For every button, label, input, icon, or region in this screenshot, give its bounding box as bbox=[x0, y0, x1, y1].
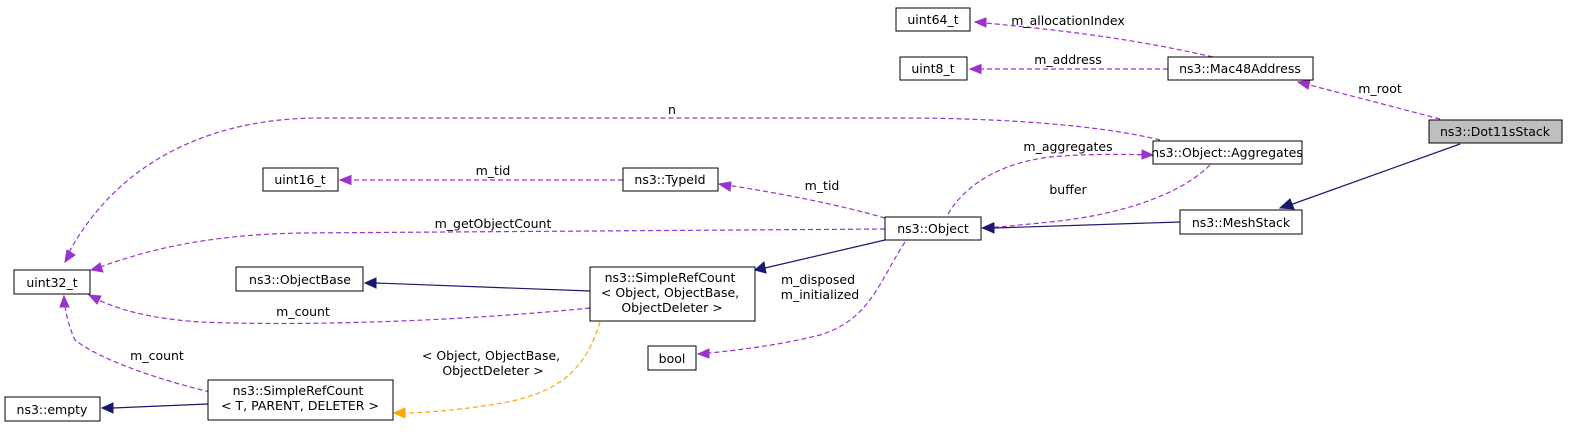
svg-text:ns3::MeshStack: ns3::MeshStack bbox=[1192, 215, 1291, 230]
edge-inherit-empty bbox=[100, 402, 209, 414]
svg-text:uint16_t: uint16_t bbox=[274, 172, 325, 187]
node-objectbase[interactable]: ns3::ObjectBase bbox=[235, 266, 364, 292]
node-empty[interactable]: ns3::empty bbox=[4, 396, 101, 422]
svg-text:bool: bool bbox=[659, 351, 686, 366]
node-typeid[interactable]: ns3::TypeId bbox=[622, 167, 719, 192]
edge-label-m-count-srcobj: m_count bbox=[276, 304, 330, 319]
edge-m-allocationindex: m_allocationIndex bbox=[973, 13, 1214, 58]
edge-label-m-address: m_address bbox=[1034, 52, 1102, 67]
node-bool[interactable]: bool bbox=[647, 345, 697, 371]
svg-text:uint32_t: uint32_t bbox=[26, 275, 77, 290]
svg-text:ns3::Dot11sStack: ns3::Dot11sStack bbox=[1440, 124, 1551, 139]
edge-inherit-objectbase bbox=[363, 277, 591, 292]
node-object-aggregates[interactable]: ns3::Object::Aggregates bbox=[1151, 140, 1303, 165]
edge-inherit-object bbox=[981, 221, 1181, 234]
node-simplerefcount-object[interactable]: ns3::SimpleRefCount < Object, ObjectBase… bbox=[589, 266, 756, 322]
edge-n: n bbox=[64, 102, 1161, 264]
edge-label-m-tid-uint16: m_tid bbox=[476, 163, 511, 178]
svg-text:ns3::Object::Aggregates: ns3::Object::Aggregates bbox=[1151, 145, 1303, 160]
edge-label-buffer: buffer bbox=[1049, 182, 1087, 197]
edge-label-template-args: < Object, ObjectBase, ObjectDeleter > bbox=[422, 348, 564, 378]
edge-template-instance: < Object, ObjectBase, ObjectDeleter > bbox=[392, 321, 601, 419]
edge-m-address: m_address bbox=[968, 52, 1168, 75]
edge-label-m-aggregates: m_aggregates bbox=[1023, 139, 1112, 154]
node-dot11sstack[interactable]: ns3::Dot11sStack bbox=[1428, 119, 1563, 144]
node-mac48address[interactable]: ns3::Mac48Address bbox=[1167, 56, 1314, 81]
svg-text:ns3::TypeId: ns3::TypeId bbox=[634, 172, 705, 187]
node-object[interactable]: ns3::Object bbox=[884, 216, 982, 241]
svg-text:ns3::Mac48Address: ns3::Mac48Address bbox=[1179, 61, 1301, 76]
node-simplerefcount-t[interactable]: ns3::SimpleRefCount < T, PARENT, DELETER… bbox=[207, 379, 394, 421]
svg-text:ns3::ObjectBase: ns3::ObjectBase bbox=[249, 272, 351, 287]
edge-m-count-srcobj: m_count bbox=[87, 294, 591, 325]
node-uint8-t[interactable]: uint8_t bbox=[899, 56, 968, 81]
edge-label-n: n bbox=[668, 102, 676, 117]
node-uint64-t[interactable]: uint64_t bbox=[895, 7, 971, 32]
edge-label-m-allocationindex: m_allocationIndex bbox=[1011, 13, 1125, 28]
edge-m-getobjectcount: m_getObjectCount bbox=[89, 216, 886, 273]
svg-text:uint64_t: uint64_t bbox=[907, 12, 958, 27]
edge-label-m-count-srct: m_count bbox=[130, 348, 184, 363]
edge-m-aggregates: m_aggregates bbox=[947, 139, 1155, 215]
svg-text:ns3::SimpleRefCount < T,: ns3::SimpleRefCount < T, PARENT, DELETER… bbox=[221, 383, 379, 413]
edge-label-m-tid-typeid: m_tid bbox=[805, 178, 840, 193]
svg-text:ns3::SimpleRefCount < Ob: ns3::SimpleRefCount < Object, ObjectBase… bbox=[601, 270, 743, 315]
edge-disposed-initialized: m_disposed m_initialized bbox=[696, 241, 906, 359]
svg-text:uint8_t: uint8_t bbox=[911, 61, 954, 76]
edge-m-tid-uint16: m_tid bbox=[338, 163, 623, 186]
node-uint32-t[interactable]: uint32_t bbox=[13, 269, 91, 295]
edge-m-tid-typeid: m_tid bbox=[717, 178, 886, 219]
svg-text:ns3::Object: ns3::Object bbox=[897, 221, 969, 236]
edge-m-count-srct: m_count bbox=[59, 294, 211, 393]
svg-text:ns3::empty: ns3::empty bbox=[17, 402, 89, 417]
edge-label-m-root: m_root bbox=[1358, 81, 1402, 96]
node-meshstack[interactable]: ns3::MeshStack bbox=[1179, 209, 1303, 235]
edge-inherit-simplerefcount-object bbox=[753, 239, 886, 274]
edge-label-m-getobjectcount: m_getObjectCount bbox=[435, 216, 552, 231]
edge-m-root: m_root bbox=[1296, 79, 1441, 120]
edge-label-disposed-initialized: m_disposed m_initialized bbox=[781, 272, 859, 302]
edge-inherit-meshstack bbox=[1278, 143, 1461, 210]
node-uint16-t[interactable]: uint16_t bbox=[262, 167, 339, 192]
